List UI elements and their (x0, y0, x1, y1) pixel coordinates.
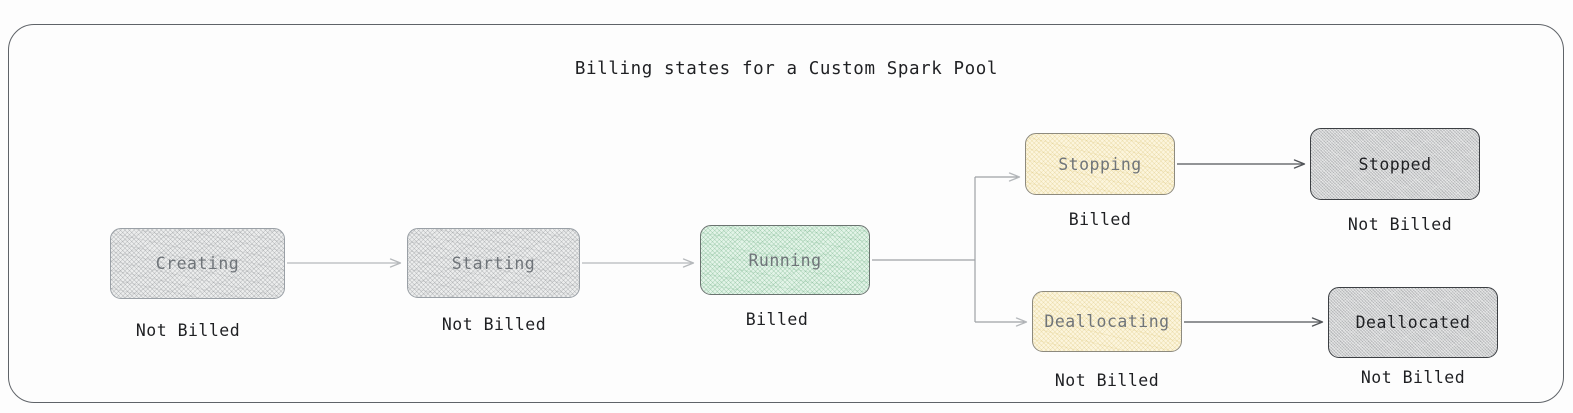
diagram-frame (8, 24, 1564, 403)
state-node-deallocated-label: Deallocated (1355, 313, 1471, 332)
billing-label-running: Billed (745, 310, 809, 329)
state-node-starting[interactable]: Starting (407, 228, 580, 298)
billing-label-stopping: Billed (1068, 210, 1132, 229)
state-node-deallocating-label: Deallocating (1044, 312, 1170, 331)
state-node-deallocating[interactable]: Deallocating (1032, 291, 1182, 352)
state-node-stopped[interactable]: Stopped (1310, 128, 1480, 200)
state-node-starting-label: Starting (451, 253, 536, 273)
billing-label-deallocating: Not Billed (1054, 371, 1160, 390)
state-node-running[interactable]: Running (700, 225, 870, 295)
state-node-stopping[interactable]: Stopping (1025, 133, 1175, 195)
state-node-deallocated[interactable]: Deallocated (1328, 287, 1498, 358)
billing-label-stopped: Not Billed (1347, 215, 1453, 234)
state-node-stopped-label: Stopped (1358, 154, 1432, 174)
state-node-creating[interactable]: Creating (110, 228, 285, 299)
billing-label-creating: Not Billed (135, 321, 241, 340)
state-node-creating-label: Creating (155, 254, 240, 273)
state-node-running-label: Running (748, 250, 822, 270)
billing-label-deallocated: Not Billed (1360, 368, 1466, 387)
diagram-title: Billing states for a Custom Spark Pool (574, 59, 999, 79)
billing-label-starting: Not Billed (441, 315, 547, 334)
state-node-stopping-label: Stopping (1058, 154, 1142, 174)
